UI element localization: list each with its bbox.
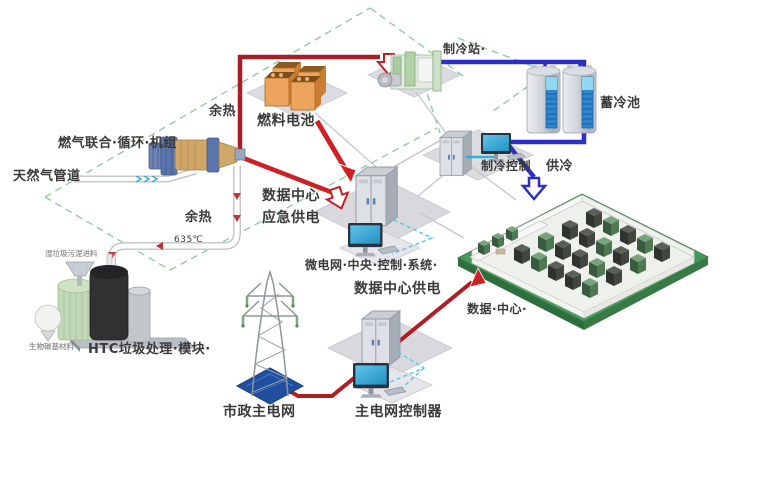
microgrid-dashed-links: [391, 219, 434, 255]
transmission-tower-illustration: [235, 269, 305, 405]
waste-heat-top-label: 余热: [209, 104, 237, 119]
red-hollow-arrow-icon: [324, 185, 350, 210]
fuel-cell-label: 燃料电池: [257, 113, 315, 129]
emergency-power-lines: [237, 119, 357, 210]
cold-storage-tanks-illustration: [526, 65, 597, 134]
microgrid-cabinet: [355, 166, 398, 227]
flue-temp-label: 635℃: [174, 235, 204, 245]
cooling-control-label: 制冷控制: [481, 159, 532, 173]
red-arrow-icon: [337, 163, 357, 185]
gas-pipe: [74, 167, 197, 183]
gas-unit-label: 燃气联合·循环·机组: [58, 136, 177, 151]
desk: [495, 248, 506, 255]
tower-base: [235, 367, 305, 405]
htc-module-label: HTC垃圾处理·模块·: [88, 342, 211, 357]
cooling-station-illustration: [377, 50, 442, 92]
cold-storage-label: 蓄冷池: [600, 96, 641, 111]
municipal-grid-label: 市政主电网: [223, 404, 296, 420]
wet-waste-feed-label: 湿垃圾污泥进料: [45, 249, 98, 258]
fuel-cell-illustration: [264, 62, 326, 111]
dc-emergency-label-line1: 数据中心: [262, 188, 320, 204]
main-grid-dashed-links: [389, 351, 426, 391]
biochar-material-label: 生物碳基材料: [29, 342, 74, 351]
main-grid-controller-label: 主电网控制器: [355, 404, 442, 420]
data-center-building: [456, 193, 710, 330]
data-center-label: 数据·中心·: [467, 302, 528, 316]
htc-module-illustration: [34, 253, 196, 352]
main-grid-cabinet: [361, 310, 401, 366]
blue-hollow-arrow-icon: [520, 176, 548, 201]
cooling-station-label: 制冷站·: [443, 42, 486, 56]
cooling-control-cabinet: [439, 130, 472, 177]
gas-pipeline-label: 天然气管道: [13, 169, 81, 184]
cooling-supply-label: 供冷: [546, 159, 574, 174]
gas-turbine-illustration: [148, 136, 246, 176]
dc-emergency-label-line2: 应急供电: [262, 210, 320, 226]
waste-heat-bottom-label: 余热: [185, 210, 213, 225]
red-arrow-icon: [469, 267, 487, 288]
microgrid-control-label: 微电网·中央·控制·系统·: [305, 258, 438, 272]
dc-power-supply-label: 数据中心供电: [354, 281, 441, 297]
